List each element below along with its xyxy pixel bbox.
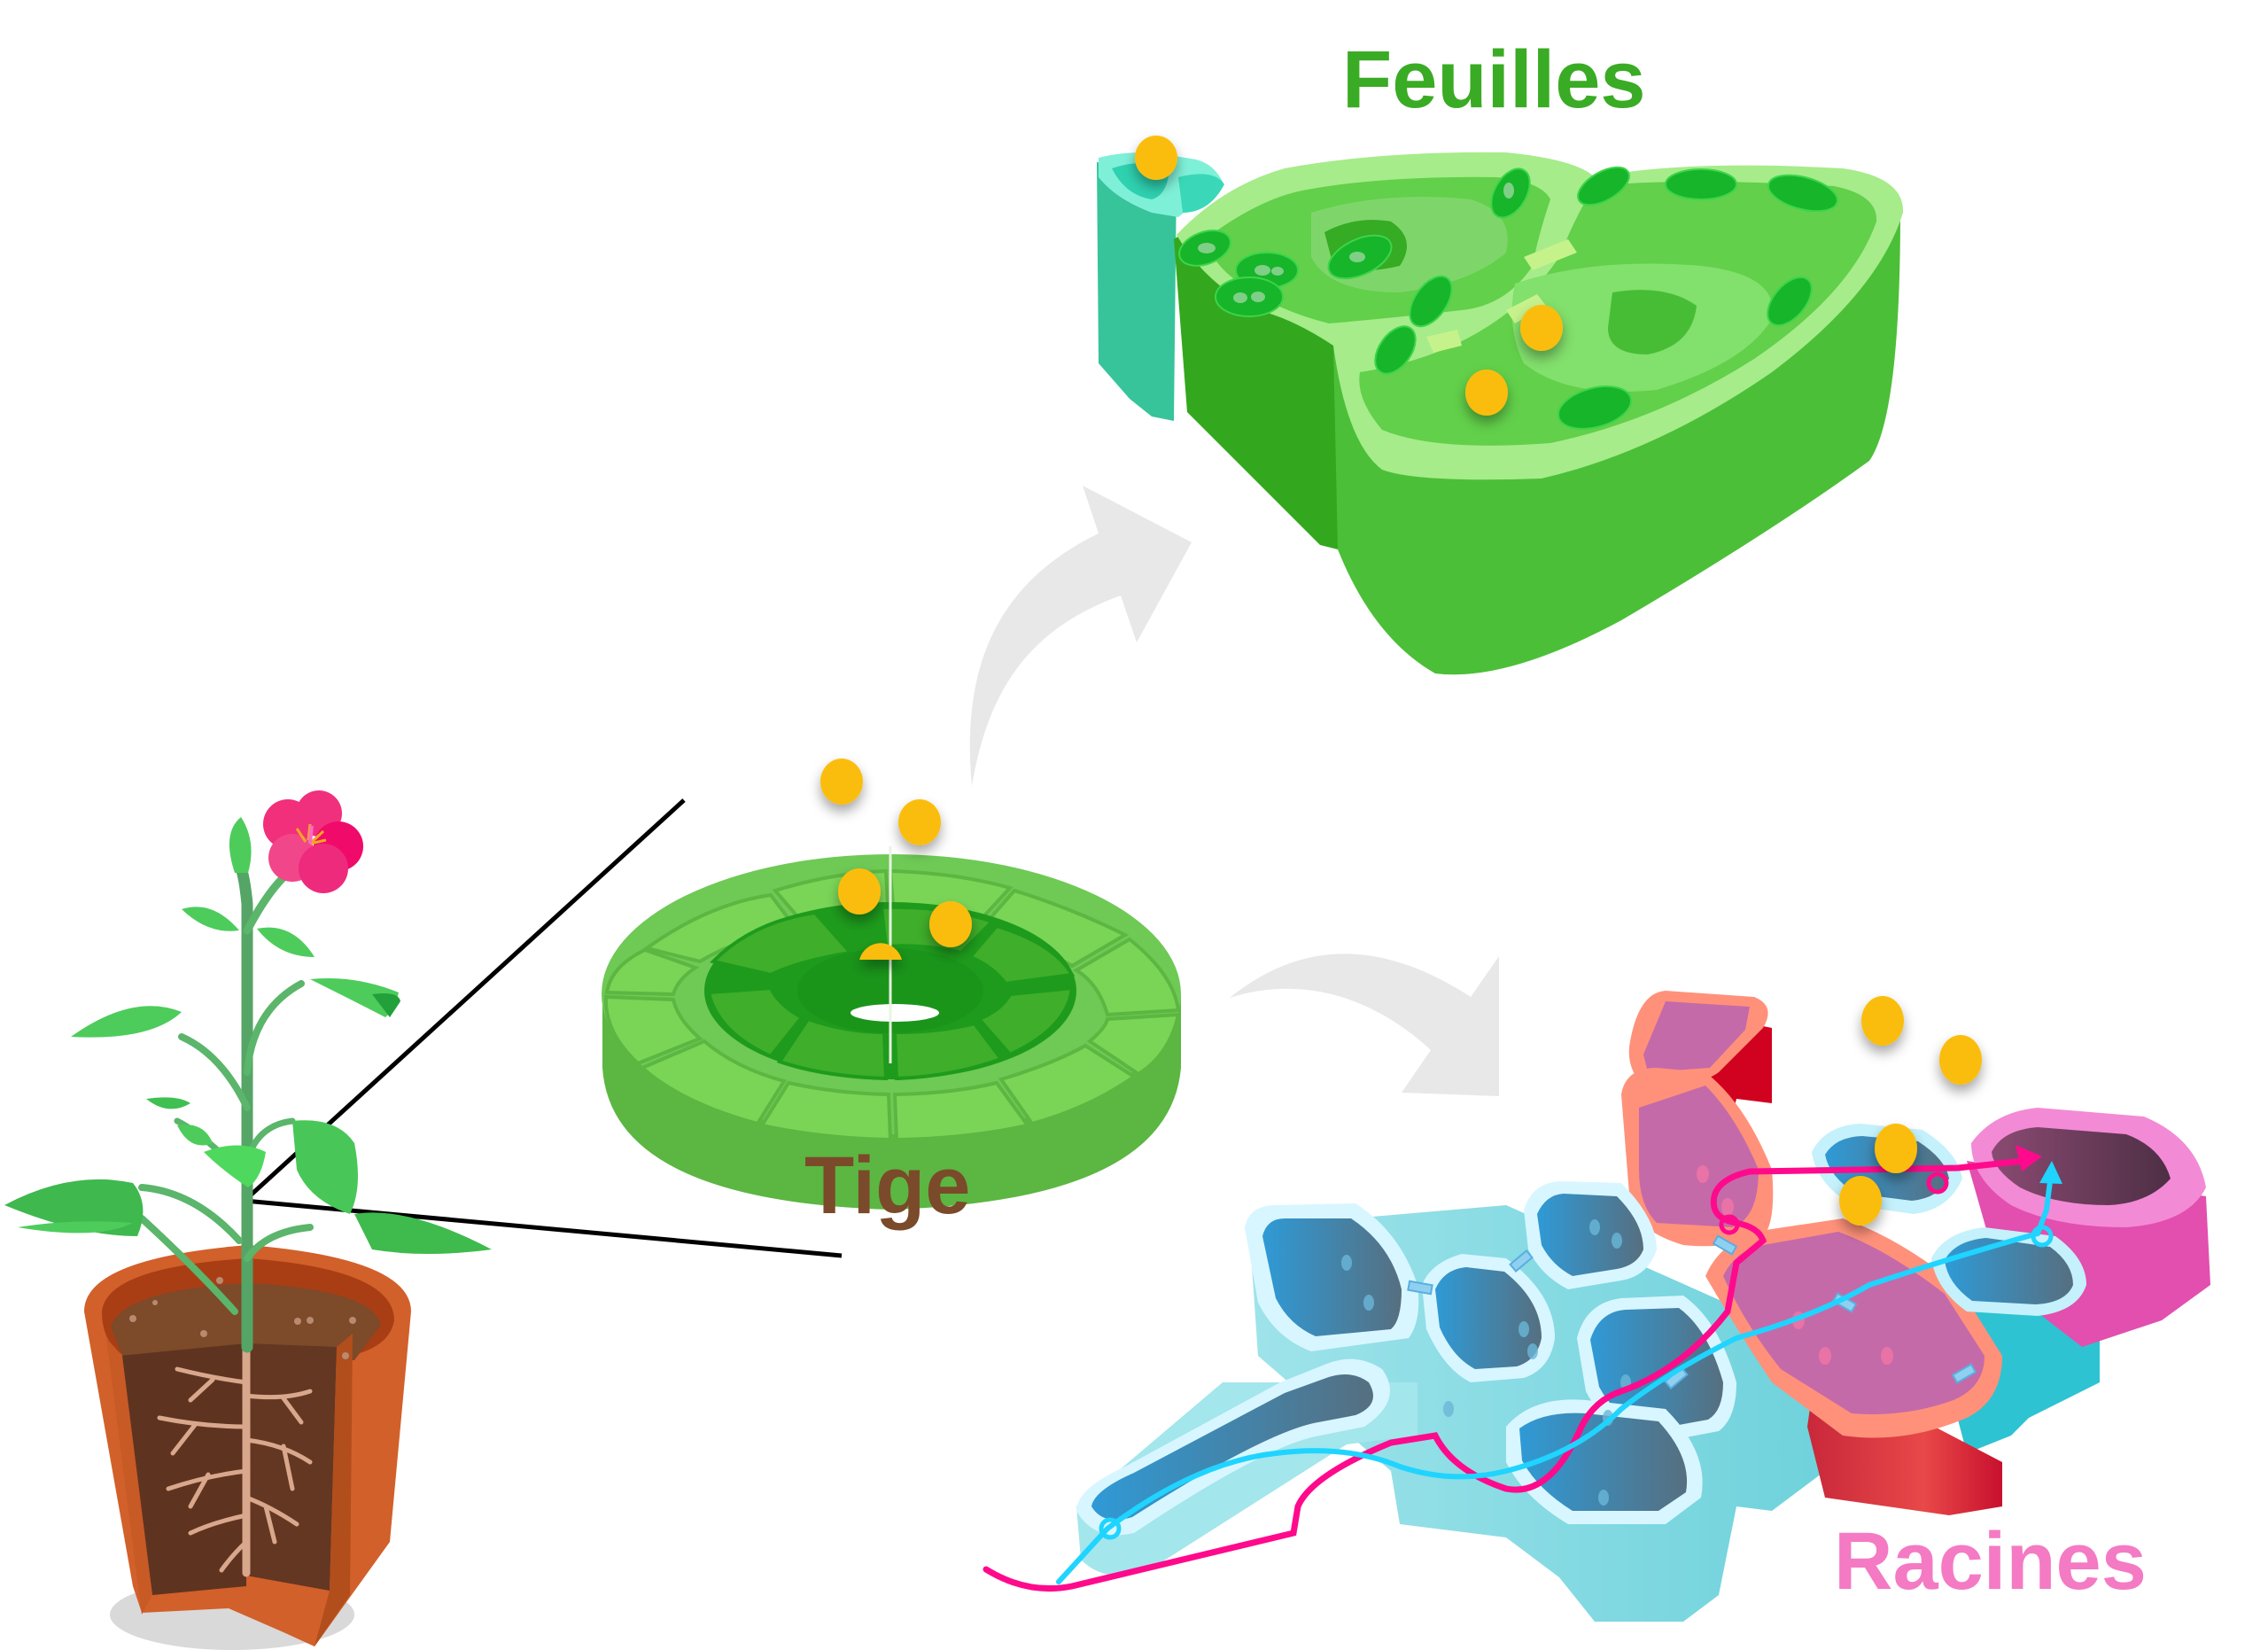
stem-hole: [850, 1004, 939, 1022]
apoplast-node-2: [2031, 1225, 2054, 1248]
arrow-stem-to-leaves: [969, 486, 1192, 786]
particle: [1861, 996, 1904, 1046]
leaf-nucleus-2: [1608, 290, 1697, 354]
apoplast-node-1: [1099, 1517, 1122, 1540]
soil-pebbles: [129, 1277, 356, 1359]
zoom-line-lower: [244, 1198, 843, 1258]
soil-cutaway-left: [120, 1343, 246, 1595]
stem-label: Tige: [804, 1140, 971, 1231]
particle: [1939, 1035, 1982, 1085]
cortex-cells: [603, 868, 1181, 1142]
endodermis-cell-lumen-1: [1643, 1001, 1750, 1072]
symplast-node-1: [1719, 1214, 1740, 1235]
leaf-cell-walls: [1426, 239, 1577, 353]
particle: [838, 868, 881, 915]
root-cell-block: [983, 991, 2210, 1622]
arrow-stem-to-roots: [1230, 953, 1499, 1096]
particle: [1520, 305, 1563, 351]
arrow-up-shape: [969, 486, 1192, 786]
leaf-cell-block: [1097, 152, 1904, 675]
particle: [820, 759, 863, 805]
pot-cut-edge-right: [315, 1334, 353, 1646]
particle: [1839, 1176, 1882, 1226]
particle: [1465, 370, 1508, 416]
apoplast-path: [1056, 1171, 2054, 1584]
endodermis-cell-lumen-3: [1723, 1232, 1984, 1414]
leaf-epidermis-side: [1097, 162, 1177, 421]
symplast-node-2: [1926, 1171, 1949, 1195]
soil-cutaway-right: [246, 1343, 337, 1591]
plant-leaves: [4, 817, 492, 1254]
apoplast-arrowhead: [2039, 1161, 2062, 1184]
potted-plant: [4, 790, 492, 1650]
endodermis-dots: [1697, 1165, 1893, 1365]
cortex-root-cells: [1076, 1124, 2086, 1536]
pot-cut-edge-left: [106, 1338, 152, 1615]
guard-cell-2: [1178, 174, 1224, 213]
endodermis-cell-lumen-2: [1639, 1086, 1759, 1227]
particle: [1135, 136, 1177, 180]
flower: [263, 790, 363, 893]
chloroplasts: [1178, 166, 1838, 430]
xylem-lumen: [1992, 1127, 2171, 1205]
particle: [1875, 1124, 1917, 1173]
roots-label: Racines: [1834, 1516, 2147, 1607]
chloroplast-grana: [1198, 183, 1514, 303]
roots: [157, 1338, 313, 1577]
particle-half: [859, 943, 902, 960]
symplast-arrowhead: [2016, 1145, 2042, 1171]
particle: [929, 901, 972, 947]
particle: [898, 799, 941, 845]
leaves-label: Feuilles: [1342, 35, 1646, 125]
nutrient-particles: [820, 136, 1982, 1226]
arrow-down-shape: [1230, 953, 1499, 1096]
